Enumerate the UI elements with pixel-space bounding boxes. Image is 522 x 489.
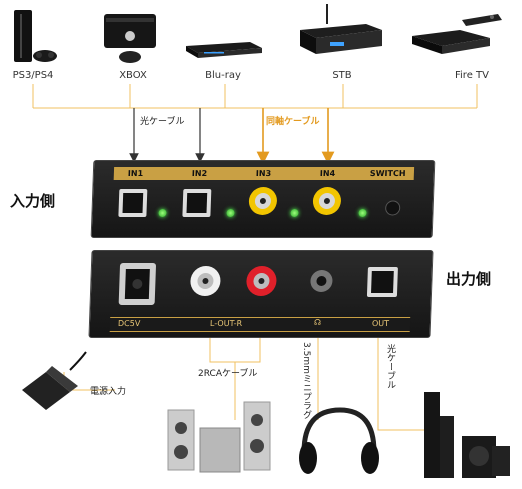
cable-label-rca: 2RCAケーブル: [198, 369, 258, 379]
coax-port-in4-icon: [312, 187, 341, 215]
device-label-fire-tv: Fire TV: [455, 70, 489, 81]
device-label-ps3-ps4: PS3/PS4: [12, 70, 54, 81]
switch-button-icon: [385, 200, 401, 216]
cable-label-optical-in: 光ケーブル: [140, 117, 185, 127]
input-panel: IN1 IN2 IN3 IN4 SWITCH: [90, 160, 436, 238]
optical-port-in2-icon: [182, 189, 212, 217]
dc-power-port-icon: [118, 263, 156, 305]
optical-port-in1-icon: [118, 189, 148, 217]
device-label-bluray: Blu-ray: [205, 70, 241, 81]
output-panel: DC5V L-OUT-R ☊ OUT: [88, 250, 434, 338]
bluray-player-icon: [186, 42, 262, 58]
fire-tv-icon: [412, 14, 502, 54]
device-label-stb: STB: [332, 70, 352, 81]
side-label-output: 出力側: [446, 270, 492, 288]
rca-right-port-icon: [246, 266, 277, 296]
home-theater-speakers-icon: [424, 392, 510, 478]
cable-label-mini-plug: 3.5mmミニプラグ: [301, 342, 311, 419]
headphone-jack-icon: [310, 270, 333, 292]
cable-label-optical-out: 光ケーブル: [385, 344, 395, 389]
device-label-xbox: XBOX: [119, 70, 147, 81]
output-ports: [118, 263, 398, 305]
cable-label-coax-in: 同軸ケーブル: [266, 117, 320, 127]
speaker-system-icon: [167, 401, 271, 473]
input-ports: [118, 187, 401, 217]
coax-port-in3-icon: [248, 187, 277, 215]
cable-label-power: 電源入力: [90, 387, 127, 397]
xbox-console-icon: [104, 14, 156, 63]
headphones-icon: [299, 407, 379, 474]
rca-left-port-icon: [190, 266, 221, 296]
side-label-input: 入力側: [10, 192, 56, 210]
ps4-console-icon: [14, 10, 57, 62]
set-top-box-icon: [300, 4, 382, 54]
device-icons: [14, 4, 502, 63]
power-adapter-icon: [22, 351, 87, 410]
optical-port-out-icon: [366, 267, 398, 297]
